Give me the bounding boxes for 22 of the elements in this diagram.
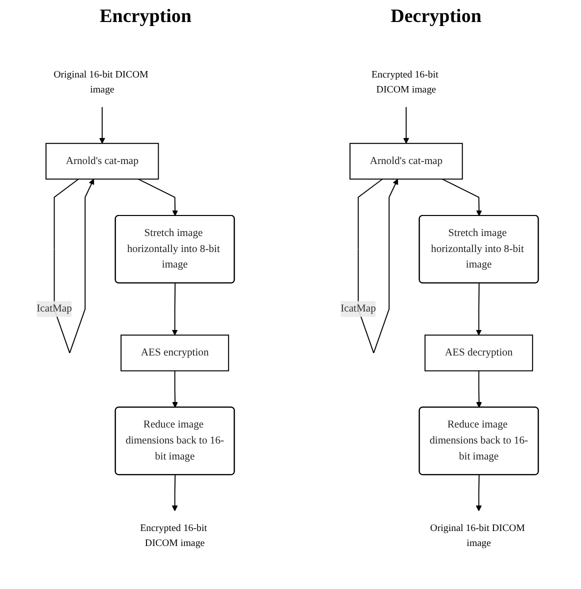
- arrow: [138, 178, 178, 216]
- arrow: [99, 106, 106, 144]
- arrow: [442, 178, 482, 216]
- arrow: [172, 474, 178, 512]
- node-text: Original 16-bit DICOM image: [54, 69, 148, 95]
- node-box: AES encryption: [120, 334, 230, 372]
- node-text: Encrypted 16-bit DICOM image: [140, 522, 208, 548]
- node-box: AES decryption: [424, 334, 534, 372]
- arrow: [172, 282, 178, 336]
- arrow: [476, 282, 482, 336]
- edge-label: IcatMap: [36, 303, 72, 314]
- column-heading: Decryption: [390, 6, 482, 29]
- node-box: Arnold's cat-map: [46, 142, 159, 180]
- edge-label: IcatMap: [340, 303, 376, 314]
- arrow: [476, 370, 482, 408]
- arrow: [476, 474, 482, 512]
- node-text: Original 16-bit DICOM image: [430, 522, 525, 548]
- arrow: [403, 106, 410, 144]
- column-heading: Encryption: [100, 6, 192, 29]
- node-text: Encrypted 16-bit DICOM image: [371, 69, 438, 95]
- node-box: Arnold's cat-map: [350, 142, 463, 180]
- arrow: [172, 370, 178, 408]
